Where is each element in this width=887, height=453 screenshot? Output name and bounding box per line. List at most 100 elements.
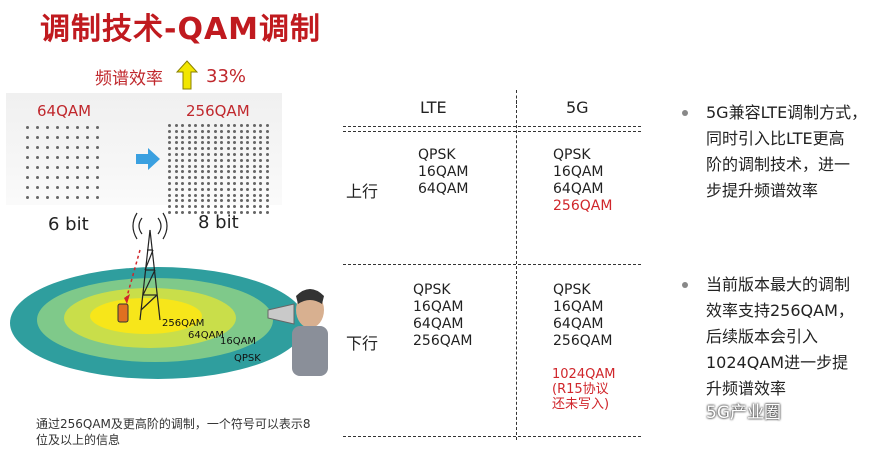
constellation-point <box>36 186 39 189</box>
constellation-point <box>66 136 69 139</box>
constellation-point <box>188 188 191 191</box>
constellation-point <box>188 136 191 139</box>
constellation-point <box>240 188 243 191</box>
constellation-point <box>194 165 197 168</box>
constellation-point <box>36 136 39 139</box>
constellation-point <box>66 176 69 179</box>
constellation-point <box>253 170 256 173</box>
constellation-point <box>201 182 204 185</box>
constellation-point <box>207 165 210 168</box>
constellation-point <box>227 141 230 144</box>
constellation-point <box>233 182 236 185</box>
constellation-point <box>259 165 262 168</box>
constellation-point <box>26 176 29 179</box>
constellation-point <box>96 176 99 179</box>
constellation-point <box>266 159 269 162</box>
constellation-point <box>227 182 230 185</box>
uplink-5g-new-mod: 256QAM <box>553 198 612 215</box>
constellation-point <box>201 136 204 139</box>
constellation-point <box>26 186 29 189</box>
constellation-point <box>227 194 230 197</box>
constellation-point <box>201 170 204 173</box>
constellation-point <box>168 130 171 133</box>
constellation-point <box>233 136 236 139</box>
constellation-point <box>168 147 171 150</box>
constellation-point <box>214 136 217 139</box>
constellation-point <box>266 141 269 144</box>
note-line: 1024QAM <box>552 367 615 382</box>
constellation-point <box>188 124 191 127</box>
constellation-point <box>168 188 171 191</box>
constellation-point <box>233 153 236 156</box>
table-divider-middle <box>343 264 641 265</box>
constellation-point <box>259 136 262 139</box>
table-divider-bottom <box>343 436 641 437</box>
constellation-point <box>175 141 178 144</box>
constellation-point <box>246 165 249 168</box>
constellation-point <box>214 124 217 127</box>
constellation-point <box>66 126 69 129</box>
constellation-point <box>220 141 223 144</box>
constellation-point <box>86 166 89 169</box>
downlink-5g-mod: 64QAM <box>553 316 612 333</box>
constellation-point <box>181 176 184 179</box>
constellation-point <box>246 124 249 127</box>
constellation-point <box>240 136 243 139</box>
constellation-point <box>201 153 204 156</box>
constellation-point <box>168 165 171 168</box>
constellation-point <box>181 188 184 191</box>
row-header-downlink: 下行 <box>346 330 378 354</box>
constellation-point <box>207 124 210 127</box>
constellation-point <box>168 159 171 162</box>
constellation-point <box>214 176 217 179</box>
constellation-point <box>253 159 256 162</box>
constellation-point <box>168 153 171 156</box>
constellation-point <box>233 130 236 133</box>
constellation-point <box>76 196 79 199</box>
constellation-point <box>253 147 256 150</box>
constellation-point <box>266 176 269 179</box>
constellation-point <box>240 182 243 185</box>
constellation-point <box>259 176 262 179</box>
constellation-point <box>207 159 210 162</box>
constellation-point <box>253 141 256 144</box>
constellation-point <box>181 194 184 197</box>
constellation-point <box>188 141 191 144</box>
constellation-point <box>181 182 184 185</box>
constellation-point <box>266 136 269 139</box>
constellation-point <box>194 159 197 162</box>
downlink-5g-future-note: 1024QAM (R15协议 还未写入) <box>552 367 615 412</box>
constellation-point <box>207 170 210 173</box>
constellation-point <box>46 156 49 159</box>
constellation-point <box>168 176 171 179</box>
constellation-point <box>194 147 197 150</box>
efficiency-value: 33% <box>206 66 246 87</box>
constellation-point <box>246 188 249 191</box>
constellation-point <box>168 124 171 127</box>
constellation-point <box>188 176 191 179</box>
constellation-point <box>240 130 243 133</box>
table-column-divider <box>516 100 517 440</box>
constellation-point <box>207 141 210 144</box>
constellation-point <box>207 130 210 133</box>
constellation-point <box>201 159 204 162</box>
constellation-point <box>56 126 59 129</box>
constellation-point <box>46 146 49 149</box>
constellation-point <box>253 130 256 133</box>
constellation-point <box>46 196 49 199</box>
constellation-point <box>253 136 256 139</box>
constellation-point <box>168 141 171 144</box>
constellation-point <box>181 165 184 168</box>
constellation-point <box>253 124 256 127</box>
constellation-point <box>266 165 269 168</box>
constellation-point <box>86 186 89 189</box>
constellation-point <box>214 153 217 156</box>
bullet-line: 1024QAM进一步提 <box>706 350 886 376</box>
constellation-point <box>86 156 89 159</box>
constellation-point <box>233 170 236 173</box>
efficiency-label: 频谱效率 <box>95 64 163 89</box>
constellation-point <box>181 153 184 156</box>
constellation-point <box>175 147 178 150</box>
constellation-point <box>259 159 262 162</box>
constellation-point <box>86 176 89 179</box>
